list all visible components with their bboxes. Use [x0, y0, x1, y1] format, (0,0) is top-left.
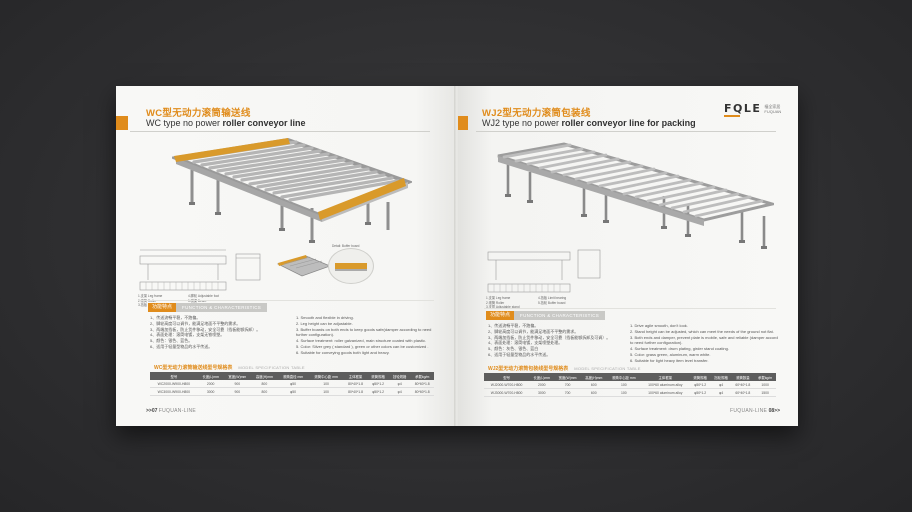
table-header-cell: 主体框架	[640, 373, 690, 381]
logo-text: 福全家居 FUQUAN	[764, 103, 782, 114]
left-page: WC型无动力滚筒输送线 WC type no power roller conv…	[116, 86, 456, 426]
section-rule	[138, 300, 434, 301]
table-header-cell: 型号	[484, 373, 530, 381]
list-item: 3. Buffer boards on both ends to keep go…	[296, 326, 432, 332]
list-item: 6. Suitable for conveying goods both lig…	[296, 349, 390, 355]
table-header-cell: 滚筒中心距 mm	[606, 373, 641, 381]
technical-drawing	[487, 249, 601, 293]
list-item: 2、脚轮高度可以调节，能满足地面不平整的需求。	[150, 320, 241, 326]
list-item: 3. Both ends and damper, prevent plate i…	[630, 334, 778, 340]
table-header-cell: 型号	[150, 372, 198, 380]
title-accent-bar	[458, 116, 468, 130]
features-heading-en: FUNCTION & CHARACTERISTICS	[176, 303, 268, 312]
list-item: 5. Color: grass green, aluminum, warm wh…	[630, 351, 711, 357]
list-item: further configuration).	[296, 332, 335, 338]
features-list-en: 1. Drive agile smooth, don't look. 2. St…	[630, 323, 778, 364]
list-item: 6. Suitable for light heavy item level t…	[630, 357, 709, 363]
spec-table: 型号 长度(L)mm 宽度(W)mm 高度(H)mm 滚筒中心距 mm 主体框架…	[484, 373, 776, 397]
list-item: 2. Stand height can be adjusted, which c…	[630, 328, 774, 334]
table-header-cell: 长度(L)mm	[529, 373, 555, 381]
table-header-row: 型号 长度(L)mm 宽度(W)mm 高度(H)mm 滚筒直径 mm 滚筒中心距…	[150, 372, 434, 380]
list-item: 4、表面处理：滚筒电镀，支架喷塑处理。	[488, 340, 563, 346]
list-item: 2. Leg height can be adjustable.	[296, 320, 353, 326]
table-header-cell: 宽度(W)mm	[223, 372, 252, 380]
table-header-cell: 高度(H)mm	[251, 372, 278, 380]
features-heading-en: FUNCTION & CHARACTERISTICS	[514, 311, 606, 320]
brand-logo: FQLE 福全家居 FUQUAN	[724, 102, 782, 117]
list-item: 1、传送流畅平稳，不跑偏。	[150, 315, 201, 320]
title-rule	[476, 131, 776, 132]
table-header-cell: 滚筒中心距 mm	[308, 372, 344, 380]
detail-inset	[328, 248, 374, 284]
logo-mark: FQLE	[724, 102, 762, 115]
conveyor-thumbnail	[276, 255, 332, 277]
list-item: 6、适用于轻量型物品的水平传送。	[150, 343, 213, 349]
conveyor-illustration	[172, 137, 412, 243]
spec-table: 型号 长度(L)mm 宽度(W)mm 高度(H)mm 滚筒直径 mm 滚筒中心距…	[150, 372, 434, 396]
logo-accent-bar	[724, 115, 740, 117]
list-item: 4、表面处理：滚筒电镀，支架无铁喷塑。	[150, 332, 225, 338]
table-header-cell: 滚筒数量	[731, 373, 755, 381]
features-list-cn: 1、传送流畅平稳，不跑偏。 2、脚轮高度可以调节，能满足地面不平整的需求。 3、…	[150, 315, 270, 350]
table-header-cell: 滚筒规格	[689, 373, 711, 381]
spine-fold	[454, 86, 460, 426]
title-rule	[130, 131, 430, 132]
page-number-left: >>07 FUQUAN-LINE	[146, 408, 196, 414]
list-item: 4. Surface treatment: drum plating, gird…	[630, 346, 729, 352]
list-item: 6、适用于轻量型物品的水平传送。	[488, 351, 551, 357]
technical-drawing	[139, 249, 261, 291]
list-item: 4. Surface treatment: roller galvanized,…	[296, 338, 427, 344]
page-title-en: WJ2 type no power roller conveyor line f…	[482, 118, 696, 128]
features-heading: 功能特点 FUNCTION & CHARACTERISTICS	[486, 311, 606, 320]
list-item: 2、脚轮高度可以调节，能满足地面不平整的需求。	[488, 328, 579, 334]
table-header-row: 型号 长度(L)mm 宽度(W)mm 高度(H)mm 滚筒中心距 mm 主体框架…	[484, 373, 776, 381]
list-item: to need further configuration).	[630, 340, 683, 346]
packing-conveyor-illustration	[497, 142, 774, 249]
features-heading-cn: 功能特点	[486, 311, 515, 320]
list-item: 3、两端加挡板，防止货件移动，安全可靠（挡板能够拆卸及可调）。	[488, 334, 611, 340]
list-item: 5. Color: Silver grey ( standard ), gree…	[296, 343, 429, 349]
section-rule	[484, 308, 776, 309]
table-header-cell: 高度(H)mm	[580, 373, 607, 381]
detail-label: Detail: Buffer board	[332, 244, 360, 248]
page-title-en: WC type no power roller conveyor line	[146, 118, 306, 128]
list-item: 5、颜色：银色、蓝色。	[150, 338, 193, 344]
list-item: 1. Smooth and flexible in driving.	[296, 315, 354, 320]
table-header-cell: 承载kg/m	[754, 373, 776, 381]
table-header-cell: 宽度(W)mm	[554, 373, 581, 381]
features-list-en: 1. Smooth and flexible in driving. 2. Le…	[296, 315, 436, 356]
table-header-cell: 滚筒规格	[367, 372, 389, 380]
table-header-cell: 长度(L)mm	[197, 372, 224, 380]
table-header-cell: 承载kg/m	[410, 372, 434, 380]
table-header-cell: 滚筒直径 mm	[277, 372, 309, 380]
list-item: 5、颜色：灰色、银色、蓝白	[488, 346, 539, 352]
table-header-cell: 挡轮规格	[388, 372, 411, 380]
page-title-cn: WC型无动力滚筒输送线	[146, 108, 251, 119]
features-list-cn: 1、传送流畅平稳，不跑偏。 2、脚轮高度可以调节，能满足地面不平整的需求。 3、…	[488, 323, 622, 358]
table-header-cell: 主体框架	[343, 372, 368, 380]
list-item: 3、两端加挡板，防止货件移动，安全可靠（挡板能够拆卸）。	[150, 326, 261, 332]
drawing-legend-2: 4.脚轮 Adjustable foot5.横梁 Beam	[188, 294, 220, 303]
page-title-cn: WJ2型无动力滚筒包装线	[482, 108, 591, 119]
features-heading-cn: 功能特点	[148, 303, 177, 312]
buffer-board-detail	[335, 263, 367, 271]
right-page: WJ2型无动力滚筒包装线 WJ2 type no power roller co…	[458, 86, 798, 426]
list-item: 1、传送流畅平稳，不跑偏。	[488, 323, 539, 328]
list-item: 1. Drive agile smooth, don't look.	[630, 323, 688, 328]
brochure-spread: WC型无动力滚筒输送线 WC type no power roller conv…	[116, 86, 798, 426]
table-header-cell: 挡轮规格	[710, 373, 732, 381]
title-accent-bar	[116, 116, 128, 130]
page-number-right: FUQUAN-LINE 08>>	[730, 408, 780, 414]
features-heading: 功能特点 FUNCTION & CHARACTERISTICS	[148, 303, 268, 312]
